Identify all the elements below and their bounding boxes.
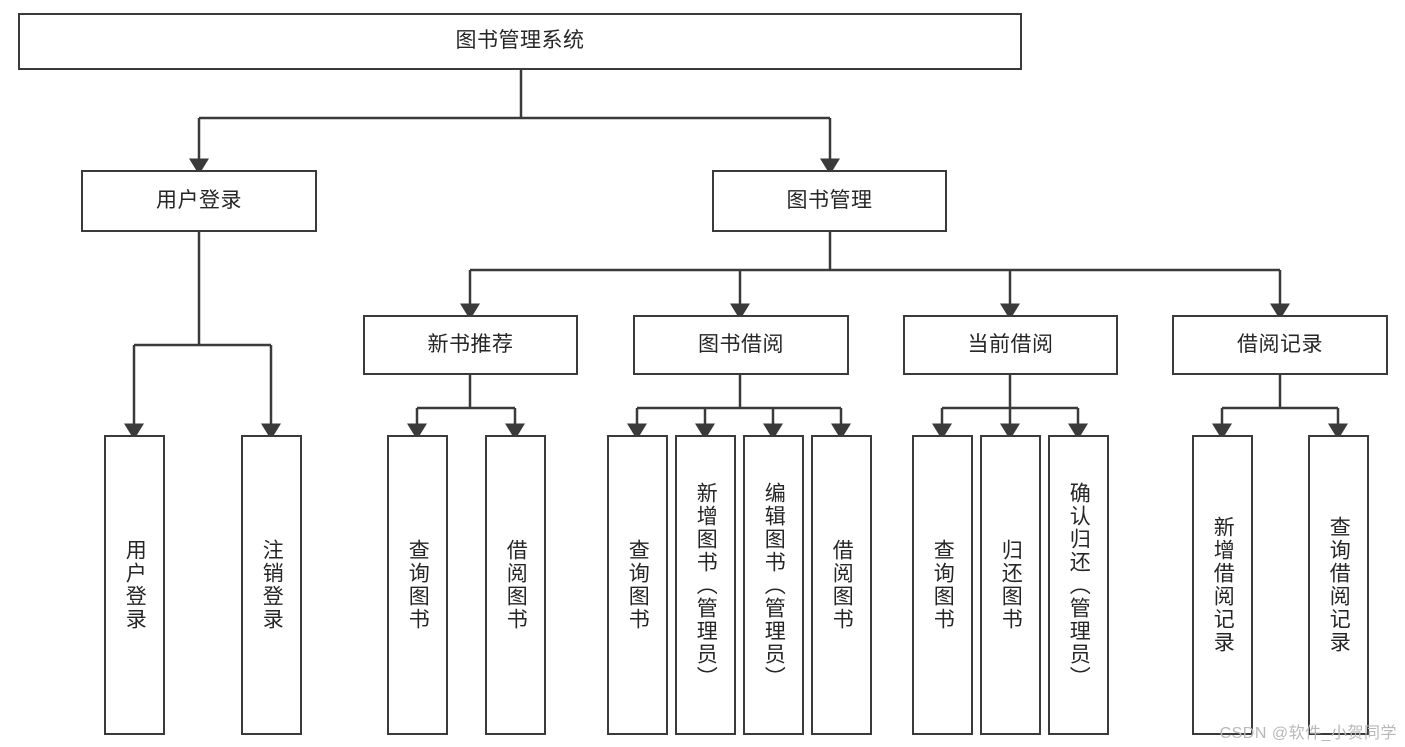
node-leaf-logout[interactable]: 注销登录 bbox=[241, 435, 302, 735]
watermark-text: CSDN @软件_小贺同学 bbox=[1219, 725, 1397, 742]
node-leaf-borrow-books-recommend[interactable]: 借阅图书 bbox=[485, 435, 546, 735]
node-book-borrowing[interactable]: 图书借阅 bbox=[633, 315, 849, 375]
node-label: 新增图书（管理员） bbox=[694, 481, 718, 689]
node-leaf-query-books-recommend[interactable]: 查询图书 bbox=[387, 435, 448, 735]
node-leaf-query-borrow-record[interactable]: 查询借阅记录 bbox=[1308, 435, 1369, 735]
node-label: 注销登录 bbox=[260, 539, 284, 631]
node-borrowing-records[interactable]: 借阅记录 bbox=[1172, 315, 1388, 375]
node-label: 编辑图书（管理员） bbox=[762, 481, 786, 689]
node-new-book-recommendation[interactable]: 新书推荐 bbox=[363, 315, 578, 375]
node-label: 归还图书 bbox=[999, 539, 1023, 631]
node-label: 新书推荐 bbox=[427, 332, 514, 356]
node-label: 查询图书 bbox=[626, 539, 650, 631]
node-label: 查询图书 bbox=[931, 539, 955, 631]
node-leaf-edit-book-admin[interactable]: 编辑图书（管理员） bbox=[743, 435, 804, 735]
node-label: 新增借阅记录 bbox=[1211, 516, 1235, 654]
node-leaf-confirm-return-admin[interactable]: 确认归还（管理员） bbox=[1048, 435, 1109, 735]
node-label: 查询借阅记录 bbox=[1327, 516, 1351, 654]
node-label: 图书借阅 bbox=[698, 332, 784, 356]
node-leaf-borrow-books[interactable]: 借阅图书 bbox=[811, 435, 872, 735]
node-current-borrowing[interactable]: 当前借阅 bbox=[903, 315, 1118, 375]
node-leaf-user-login[interactable]: 用户登录 bbox=[104, 435, 165, 735]
node-user-login[interactable]: 用户登录 bbox=[81, 170, 317, 232]
node-leaf-add-borrow-record[interactable]: 新增借阅记录 bbox=[1192, 435, 1253, 735]
node-label: 查询图书 bbox=[406, 539, 430, 631]
node-root-library-management-system[interactable]: 图书管理系统 bbox=[18, 13, 1022, 70]
node-leaf-query-books-current[interactable]: 查询图书 bbox=[912, 435, 973, 735]
node-label: 借阅图书 bbox=[504, 539, 528, 631]
node-label: 图书管理系统 bbox=[455, 29, 585, 53]
node-leaf-return-books[interactable]: 归还图书 bbox=[980, 435, 1041, 735]
node-label: 确认归还（管理员） bbox=[1067, 481, 1091, 689]
node-label: 当前借阅 bbox=[967, 332, 1054, 356]
node-label: 用户登录 bbox=[123, 539, 147, 631]
node-leaf-query-books-borrow[interactable]: 查询图书 bbox=[607, 435, 668, 735]
node-book-management[interactable]: 图书管理 bbox=[712, 170, 947, 232]
node-label: 用户登录 bbox=[156, 188, 242, 212]
node-label: 借阅图书 bbox=[830, 539, 854, 631]
node-label: 图书管理 bbox=[786, 188, 873, 212]
node-label: 借阅记录 bbox=[1237, 332, 1323, 356]
node-leaf-add-book-admin[interactable]: 新增图书（管理员） bbox=[675, 435, 736, 735]
